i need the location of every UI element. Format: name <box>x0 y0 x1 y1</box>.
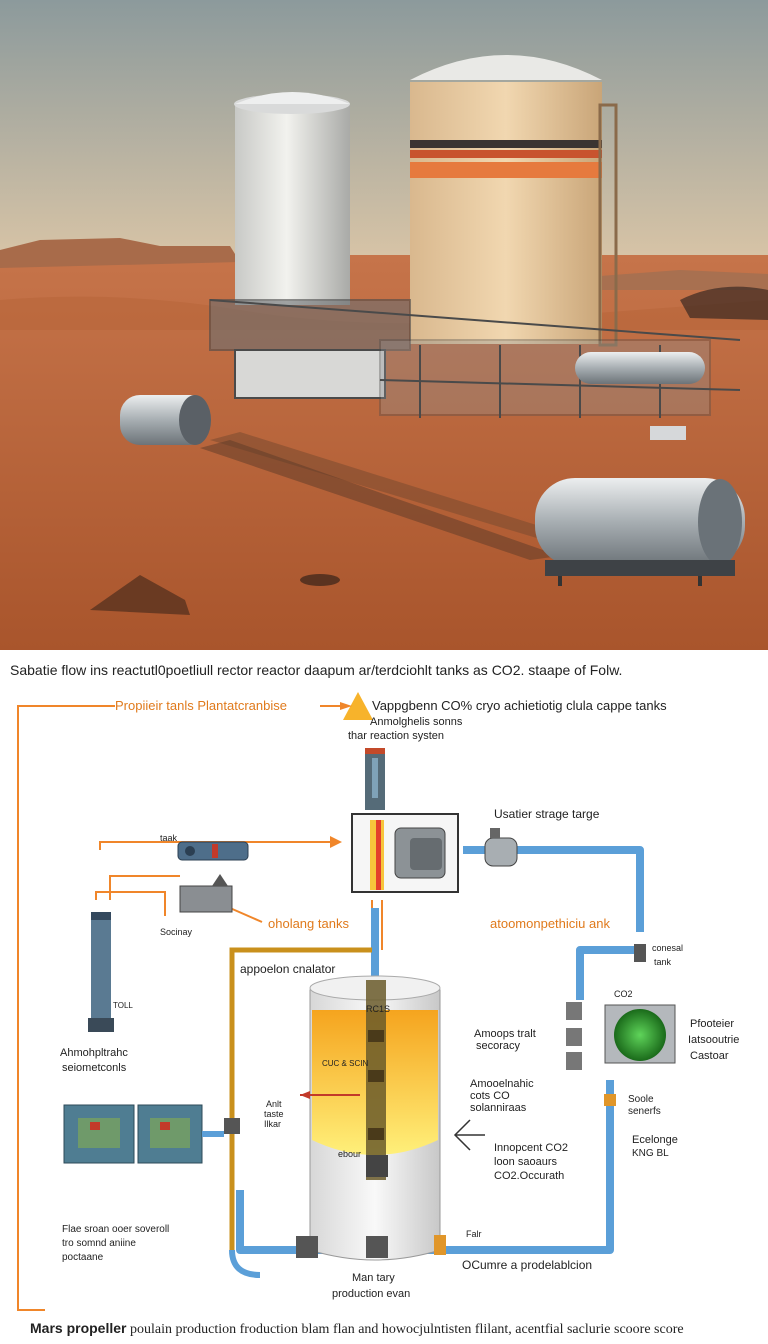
label-control-3: poctaane <box>62 1252 104 1263</box>
label-main-tank-1: Man tary <box>352 1272 395 1284</box>
label-fuel: Falr <box>466 1229 482 1239</box>
label-holding-tanks: oholang tanks <box>268 916 349 931</box>
footer-bold: Mars propeller <box>30 1320 127 1336</box>
label-innopent-2: loon saoaurs <box>494 1156 557 1168</box>
label-reaction-system-2: thar reaction systen <box>348 730 444 742</box>
atmospheric-column <box>88 912 114 1032</box>
label-anti-2: taste <box>264 1109 284 1119</box>
striped-silo <box>410 55 618 347</box>
label-reaction-system-1: Anmolghelis sonns <box>370 716 463 728</box>
label-electrolysis-creator: appoelon cnalator <box>240 962 336 976</box>
sabatier-flow-diagram <box>17 692 676 1311</box>
footer-caption: Mars propeller poulain production froduc… <box>30 1320 684 1338</box>
mesa <box>0 238 240 268</box>
label-co2-cryo-tanks: Vappgbenn CO% cryo achietiotig clula cap… <box>372 698 667 713</box>
label-atm-co-1: Amooelnahic <box>470 1078 534 1090</box>
footer-rest: poulain production froduction blam flan … <box>126 1322 684 1337</box>
main-production-tank <box>309 975 441 1261</box>
tank-tag-4: TOLL <box>113 1001 133 1010</box>
label-atm-co-2: cots CO <box>470 1090 510 1102</box>
reaction-column <box>365 748 385 810</box>
left-pump <box>177 841 249 861</box>
gold-line <box>229 947 372 1250</box>
foreground-tank <box>535 478 745 586</box>
tank-tag-3: ebour <box>338 1149 362 1159</box>
fuel-valve <box>453 1119 485 1151</box>
label-atm-co-3: solanniraas <box>470 1102 527 1114</box>
label-ambient-2: secoracy <box>476 1040 521 1052</box>
label-anti-3: Ilkar <box>264 1119 282 1129</box>
label-coneoal-1: conesal <box>652 943 684 953</box>
label-solo-1: Soole <box>628 1094 654 1105</box>
label-main-tank-2: production evan <box>332 1288 411 1300</box>
label-tank-small: taak <box>160 833 178 843</box>
horizontal-tank-right <box>575 352 705 384</box>
label-anti-1: Anlt <box>266 1099 282 1109</box>
label-control-1: Flae sroan ooer soveroll <box>62 1224 170 1235</box>
rover <box>650 426 686 440</box>
storage-pump <box>484 828 518 867</box>
label-atm-column-2: seiometconls <box>62 1062 127 1074</box>
label-ecelonge-1: Ecelonge <box>632 1134 678 1146</box>
label-propellant-tanks: Propiieir tanls Plantatcranbise <box>115 698 287 713</box>
label-innopent-1: Innopcent CO2 <box>494 1142 568 1154</box>
label-peoteier-3: Castoar <box>690 1050 729 1062</box>
co2-capture-unit <box>566 1002 676 1070</box>
label-coneoal-2: tank <box>654 957 672 967</box>
diagram-caption: Sabatie flow ins reactutl0poetliull rect… <box>10 662 623 678</box>
sabatier-reactor <box>351 813 459 893</box>
sociacy-unit <box>179 874 233 913</box>
processing-platform <box>209 299 741 418</box>
label-innopent-3: CO2.Occurath <box>494 1170 565 1182</box>
warning-triangle-icon <box>343 692 373 720</box>
label-ecelonge-2: KNG BL <box>632 1148 669 1159</box>
label-peoteier-2: Iatsooutrie <box>688 1034 740 1046</box>
label-ocumre: OCumre a prodelablcion <box>462 1258 593 1272</box>
label-peoteier-1: Pfooteier <box>690 1018 735 1030</box>
label-control-2: tro somnd aniine <box>62 1238 136 1249</box>
label-ambient-1: Amoops tralt <box>474 1028 536 1040</box>
control-boards <box>63 1104 224 1164</box>
mars-plant-scene <box>0 0 768 650</box>
white-silo <box>234 92 350 305</box>
label-atm-column-1: Ahmohpltrahc <box>60 1047 128 1059</box>
label-solo-2: senerfs <box>628 1106 661 1117</box>
tank-tag-2: CUC & SCIN <box>322 1059 369 1068</box>
label-sociacy: Socinay <box>160 927 193 937</box>
label-water-storage: Usatier strage targe <box>494 807 600 821</box>
label-atmospheric-tank: atoomonpethiciu ank <box>490 916 610 931</box>
tank-tag-1: RC1S <box>366 1004 391 1014</box>
label-co2-small: CO2 <box>614 989 633 999</box>
horizontal-tank-left <box>120 395 211 445</box>
